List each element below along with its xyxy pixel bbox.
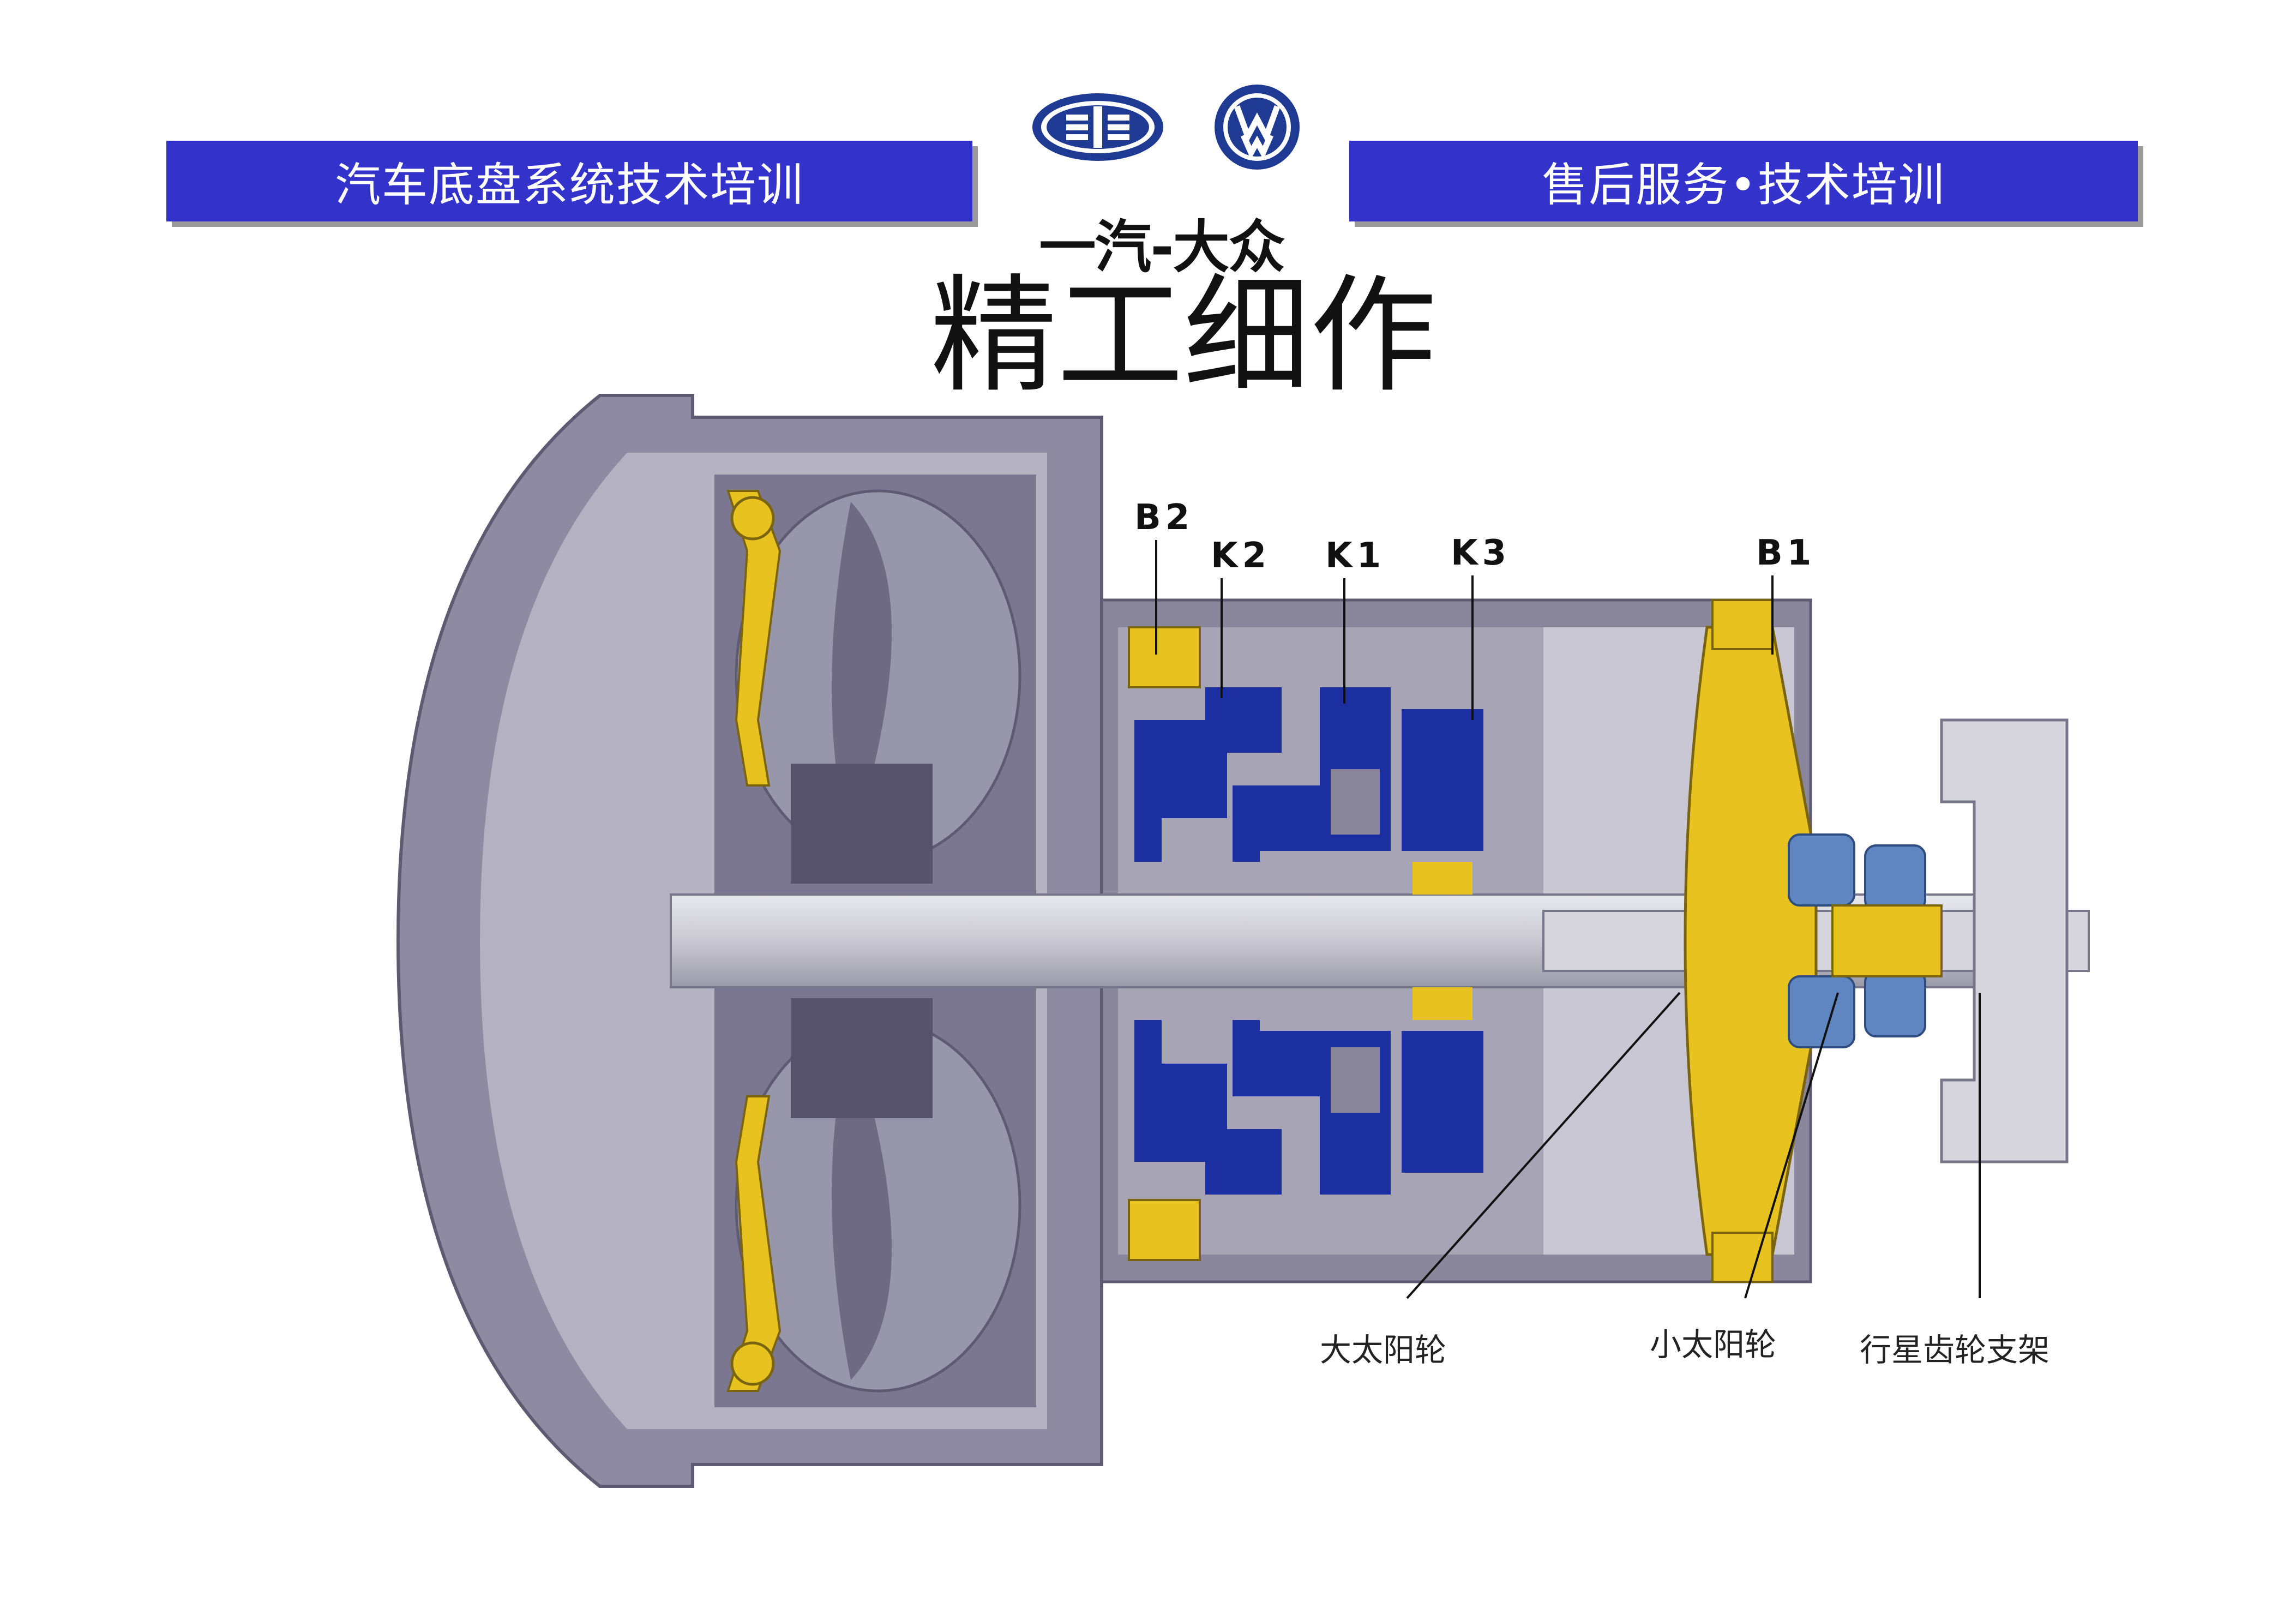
part-labels: 大太阳轮 小太阳轮 行星齿轮支架	[1320, 992, 2049, 1369]
callout-k1: K1	[1325, 536, 1385, 576]
brake-b2-upper	[1128, 626, 1201, 688]
faw-emblem-icon	[1032, 93, 1163, 161]
callout-k2: K2	[1211, 536, 1271, 576]
slide-title: 精工细作	[930, 262, 1436, 410]
callout-k3: K3	[1451, 533, 1511, 573]
label-planet-carrier: 行星齿轮支架	[1860, 1331, 2049, 1369]
callouts: B2 K2 K1 K3 B1	[1134, 497, 1816, 720]
brake-b2-lower	[1128, 1199, 1201, 1261]
header-banner-left: 汽车底盘系统技术培训	[166, 141, 972, 221]
callout-b1: B1	[1756, 533, 1816, 573]
faw-vw-logo: 一汽-大众	[1020, 82, 1303, 280]
label-small-sun-gear: 小太阳轮	[1650, 1326, 1776, 1363]
banner-right-text: 售后服务•技术培训	[1542, 158, 1945, 212]
header-banner-right: 售后服务•技术培训	[1349, 141, 2138, 221]
brand-name-text: 一汽-大众	[1039, 214, 1285, 280]
transmission-cutaway-diagram: B2 K2 K1 K3 B1 大太阳轮 小太阳轮 行星齿轮支架	[396, 394, 2090, 1488]
brand-emblems	[1032, 85, 1300, 170]
vw-emblem-icon	[1215, 85, 1300, 170]
banner-left-text: 汽车底盘系统技术培训	[334, 158, 804, 212]
planetary-gear-set	[1684, 599, 2069, 1283]
label-large-sun-gear: 大太阳轮	[1320, 1331, 1446, 1369]
callout-b2: B2	[1134, 497, 1194, 538]
clutch-packs	[1134, 687, 1483, 1195]
